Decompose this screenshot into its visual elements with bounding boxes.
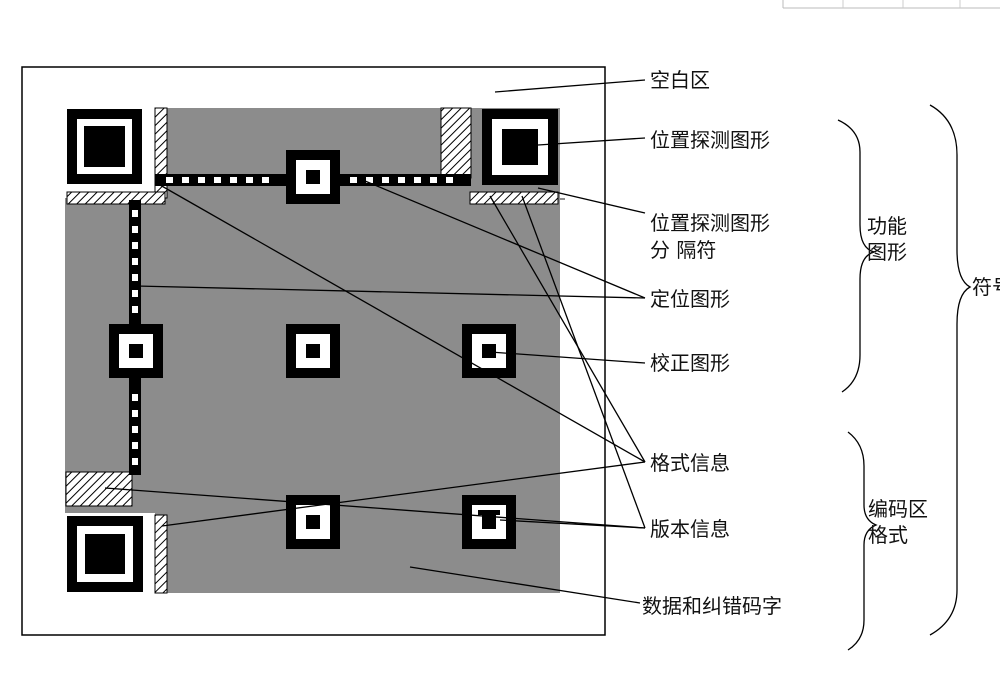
label-version-info: 版本信息 [650,517,730,541]
alignment-pattern [109,324,163,378]
label-timing-pattern: 定位图形 [650,287,730,311]
leader-quiet-zone [494,79,646,93]
leader-format-3 [161,461,646,527]
leader-format-1 [159,184,646,463]
alignment-pattern [462,324,516,378]
label-finder-pattern: 位置探测图形 [650,128,770,152]
finder-pattern-bottom-left [67,516,143,592]
brace-symbol [929,104,972,636]
leader-lines [104,79,646,604]
group-encoding-region-line1: 编码区 [868,497,928,521]
leader-format-2 [489,195,646,463]
label-format-info: 格式信息 [650,451,730,475]
alignment-pattern [286,150,340,204]
leader-version-1 [521,195,646,529]
label-alignment-pattern: 校正图形 [650,351,730,375]
leader-separator [537,187,646,214]
leader-finder [537,137,646,146]
finder-pattern-top-left [67,109,142,184]
leader-alignment [489,351,646,364]
label-data-codewords: 数据和纠错码字 [642,594,782,618]
brace-encoding-region [847,431,878,651]
leader-data [409,566,641,604]
label-separator-line1: 位置探测图形 [650,211,770,235]
leader-version-2 [104,487,646,529]
group-symbol: 符号 [972,275,1000,299]
leader-timing-2 [364,180,646,299]
alignment-pattern [462,495,516,549]
brace-function-patterns [837,119,877,393]
alignment-pattern [286,324,340,378]
group-function-patterns-line2: 图形 [867,240,907,264]
leader-version-3 [499,519,646,529]
version-info-areas [65,107,472,507]
window-edge-fragment [782,0,1000,9]
group-encoding-region-line2: 格式 [868,523,908,547]
finder-pattern-top-right [482,109,558,185]
label-separator-line2: 分 隔符 [650,238,716,262]
leader-timing-1 [135,285,646,299]
label-quiet-zone: 空白区 [650,68,710,92]
group-function-patterns-line1: 功能 [867,214,907,238]
